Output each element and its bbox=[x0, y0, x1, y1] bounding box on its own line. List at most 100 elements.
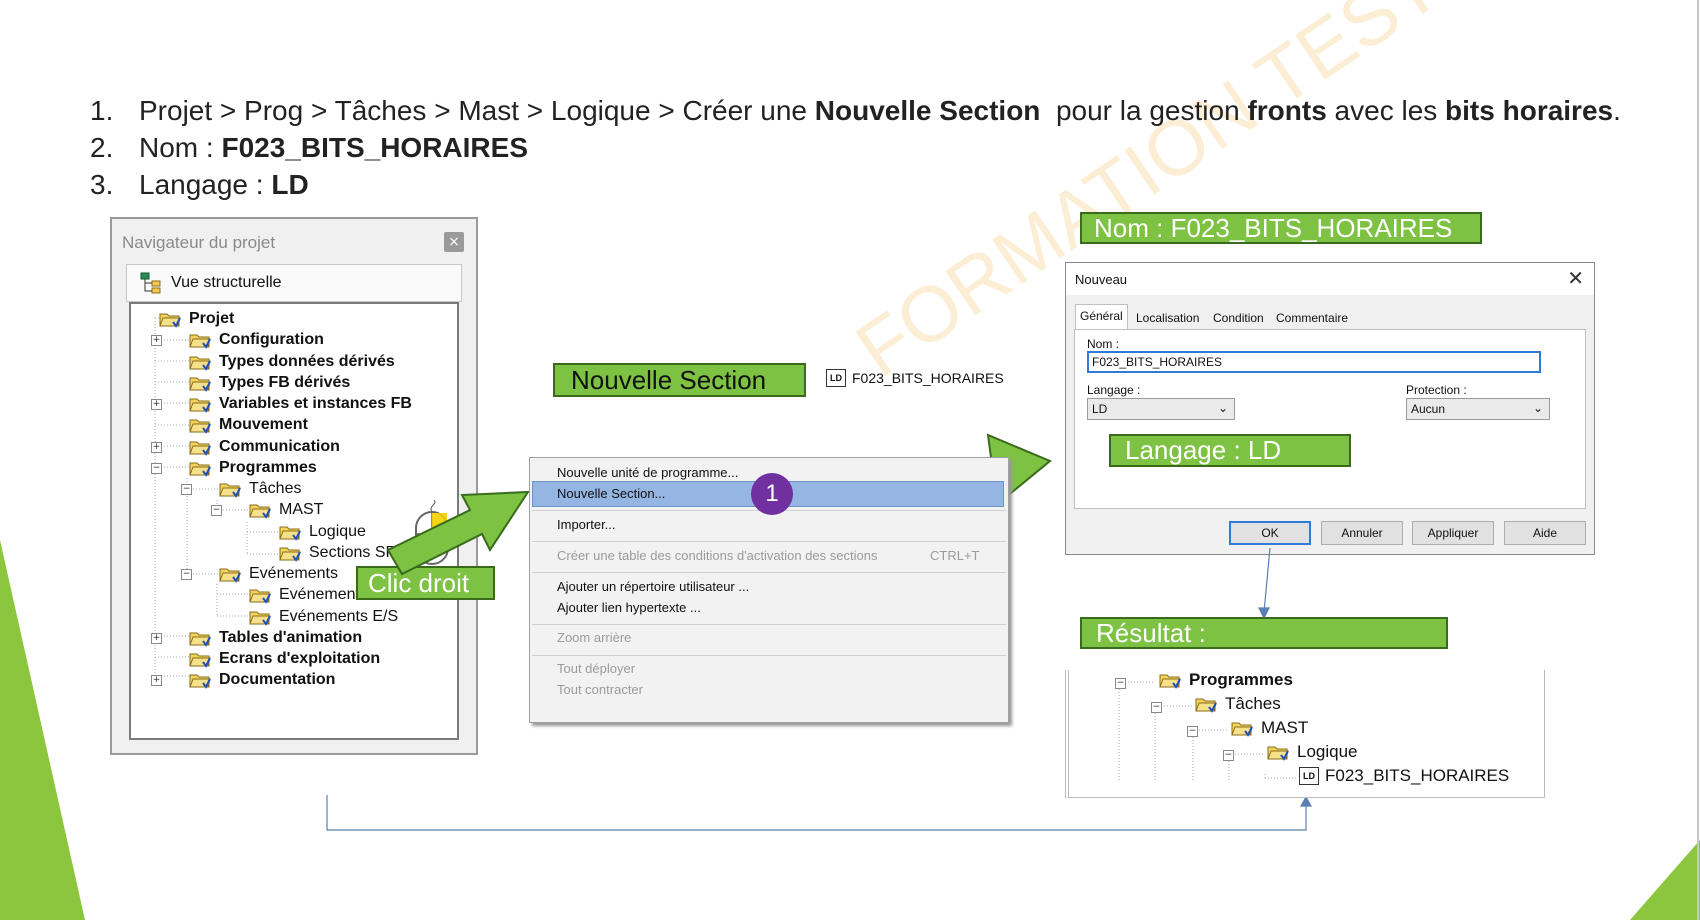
collapse-icon[interactable]: − bbox=[1187, 726, 1198, 737]
result-tree-item: Programmes bbox=[1159, 670, 1293, 690]
project-navigator: Navigateur du projet × Vue structurelle … bbox=[110, 217, 478, 755]
nom-input[interactable]: F023_BITS_HORAIRES bbox=[1087, 351, 1541, 373]
ld-section-icon: LD bbox=[1299, 767, 1319, 785]
collapse-icon[interactable]: − bbox=[181, 569, 192, 580]
label-nom: Nom : F023_BITS_HORAIRES bbox=[1080, 212, 1482, 244]
tree-item[interactable]: Programmes bbox=[189, 459, 317, 477]
folder-icon bbox=[219, 483, 241, 498]
tree-item[interactable]: Documentation bbox=[189, 671, 335, 689]
step-text-bold: LD bbox=[271, 169, 309, 200]
folder-icon bbox=[249, 504, 271, 519]
tab-localisation[interactable]: Localisation bbox=[1136, 311, 1200, 325]
tree-item[interactable]: Types données dérivés bbox=[189, 353, 395, 371]
tree-item[interactable]: Mouvement bbox=[189, 416, 308, 434]
menu-item[interactable]: Créer une table des conditions d'activat… bbox=[557, 548, 878, 563]
tree-item-label: Logique bbox=[309, 523, 366, 540]
tree-item[interactable]: MAST bbox=[249, 501, 323, 519]
tree-item[interactable]: Ecrans d'exploitation bbox=[189, 650, 380, 668]
label-clic-droit: Clic droit bbox=[356, 566, 495, 600]
step-text-bold: F023_BITS_HORAIRES bbox=[221, 132, 529, 163]
close-icon[interactable]: ✕ bbox=[1567, 266, 1584, 290]
tree-item[interactable]: Logique bbox=[279, 523, 366, 541]
menu-item[interactable]: Tout déployer bbox=[557, 661, 636, 676]
tab-condition[interactable]: Condition bbox=[1213, 311, 1264, 325]
collapse-icon[interactable]: − bbox=[1151, 702, 1162, 713]
tree-item[interactable]: Sections SR bbox=[279, 544, 397, 562]
menu-item[interactable]: Nouvelle Section... bbox=[557, 486, 666, 501]
general-panel: Nom : F023_BITS_HORAIRES Langage : LD ⌄ … bbox=[1074, 329, 1586, 509]
tree-item-label: Evénements bbox=[249, 565, 338, 582]
folder-icon bbox=[189, 441, 211, 456]
arrow-to-menu bbox=[386, 490, 530, 576]
expand-icon[interactable]: + bbox=[151, 633, 162, 644]
tree-item[interactable]: Evénements E/S bbox=[249, 608, 398, 626]
menu-item[interactable]: Zoom arrière bbox=[557, 630, 632, 645]
collapse-icon[interactable]: − bbox=[1223, 750, 1234, 761]
expand-icon[interactable]: + bbox=[151, 442, 162, 453]
annuler-button[interactable]: Annuler bbox=[1321, 521, 1403, 545]
langage-select[interactable]: LD ⌄ bbox=[1087, 398, 1235, 420]
label-nouvelle-section: Nouvelle Section bbox=[553, 363, 806, 397]
result-tree-item: Tâches bbox=[1195, 694, 1281, 714]
folder-icon bbox=[249, 611, 271, 626]
tree-item-label: Projet bbox=[189, 310, 235, 327]
tree-item[interactable]: Types FB dérivés bbox=[189, 374, 350, 392]
tree-item[interactable]: Evénements bbox=[219, 565, 338, 583]
section-preview-name: F023_BITS_HORAIRES bbox=[852, 370, 1004, 386]
menu-item[interactable]: Importer... bbox=[557, 517, 616, 532]
step-text-part: Nom : bbox=[139, 132, 222, 163]
menu-item[interactable]: Ajouter un répertoire utilisateur ... bbox=[557, 579, 750, 594]
tree-item-label: Types données dérivés bbox=[219, 353, 395, 370]
collapse-icon[interactable]: − bbox=[181, 484, 192, 495]
dialog-title: Nouveau bbox=[1075, 272, 1128, 287]
new-section-dialog: Nouveau ✕ Général Localisation Condition… bbox=[1065, 262, 1595, 555]
protection-select[interactable]: Aucun ⌄ bbox=[1406, 398, 1550, 420]
tree-item-label: Evénements E/S bbox=[279, 608, 399, 625]
folder-icon bbox=[1231, 722, 1253, 737]
tree-item-label: MAST bbox=[279, 501, 324, 518]
menu-item[interactable]: Tout contracter bbox=[557, 682, 643, 697]
label-langage: Langage : LD bbox=[1109, 434, 1351, 467]
instruction-step: 2.Nom : F023_BITS_HORAIRES bbox=[90, 129, 1621, 166]
appliquer-button[interactable]: Appliquer bbox=[1412, 521, 1494, 545]
step-text-bold: bits horaires bbox=[1445, 95, 1614, 126]
folder-icon bbox=[189, 398, 211, 413]
ld-section-icon: LD bbox=[826, 369, 846, 387]
ok-button[interactable]: OK bbox=[1229, 521, 1311, 545]
step-badge-1: 1 bbox=[751, 473, 793, 515]
documentation-icon bbox=[189, 674, 211, 689]
menu-item[interactable]: Nouvelle unité de programme... bbox=[557, 465, 739, 480]
expand-icon[interactable]: + bbox=[151, 399, 162, 410]
aide-button[interactable]: Aide bbox=[1504, 521, 1586, 545]
collapse-icon[interactable]: − bbox=[211, 505, 222, 516]
structural-view-tab[interactable]: Vue structurelle bbox=[126, 264, 462, 302]
folder-icon bbox=[189, 377, 211, 392]
expand-icon[interactable]: + bbox=[151, 675, 162, 686]
collapse-icon[interactable]: − bbox=[1115, 678, 1126, 689]
expand-icon[interactable]: + bbox=[151, 335, 162, 346]
tab-general[interactable]: Général bbox=[1075, 304, 1128, 330]
result-tree-item: MAST bbox=[1231, 718, 1308, 738]
protection-value: Aucun bbox=[1411, 402, 1446, 416]
menu-item[interactable]: Ajouter lien hypertexte ... bbox=[557, 600, 701, 615]
step-number: 3. bbox=[90, 169, 114, 200]
tree-item[interactable]: Projet bbox=[159, 310, 234, 328]
step-text-part: . bbox=[1613, 95, 1621, 126]
tree-item[interactable]: Configuration bbox=[189, 331, 324, 349]
tree-item-label: Mouvement bbox=[219, 416, 308, 433]
menu-shortcut: CTRL+T bbox=[930, 548, 980, 563]
folder-icon bbox=[189, 632, 211, 647]
tree-item[interactable]: Tables d'animation bbox=[189, 629, 362, 647]
folder-icon bbox=[249, 589, 271, 604]
collapse-icon[interactable]: − bbox=[151, 463, 162, 474]
tree-item[interactable]: Communication bbox=[189, 438, 340, 456]
step-text: Langage : LD bbox=[139, 166, 309, 203]
tab-commentaire[interactable]: Commentaire bbox=[1276, 311, 1349, 325]
close-icon[interactable]: × bbox=[444, 232, 464, 252]
tree-item[interactable]: Variables et instances FB bbox=[189, 395, 412, 413]
tree-item-label: Configuration bbox=[219, 331, 324, 348]
step-text-bold: Nouvelle Section bbox=[814, 95, 1041, 126]
tree-item[interactable]: Tâches bbox=[219, 480, 301, 498]
tree-item-label: Documentation bbox=[219, 671, 336, 688]
